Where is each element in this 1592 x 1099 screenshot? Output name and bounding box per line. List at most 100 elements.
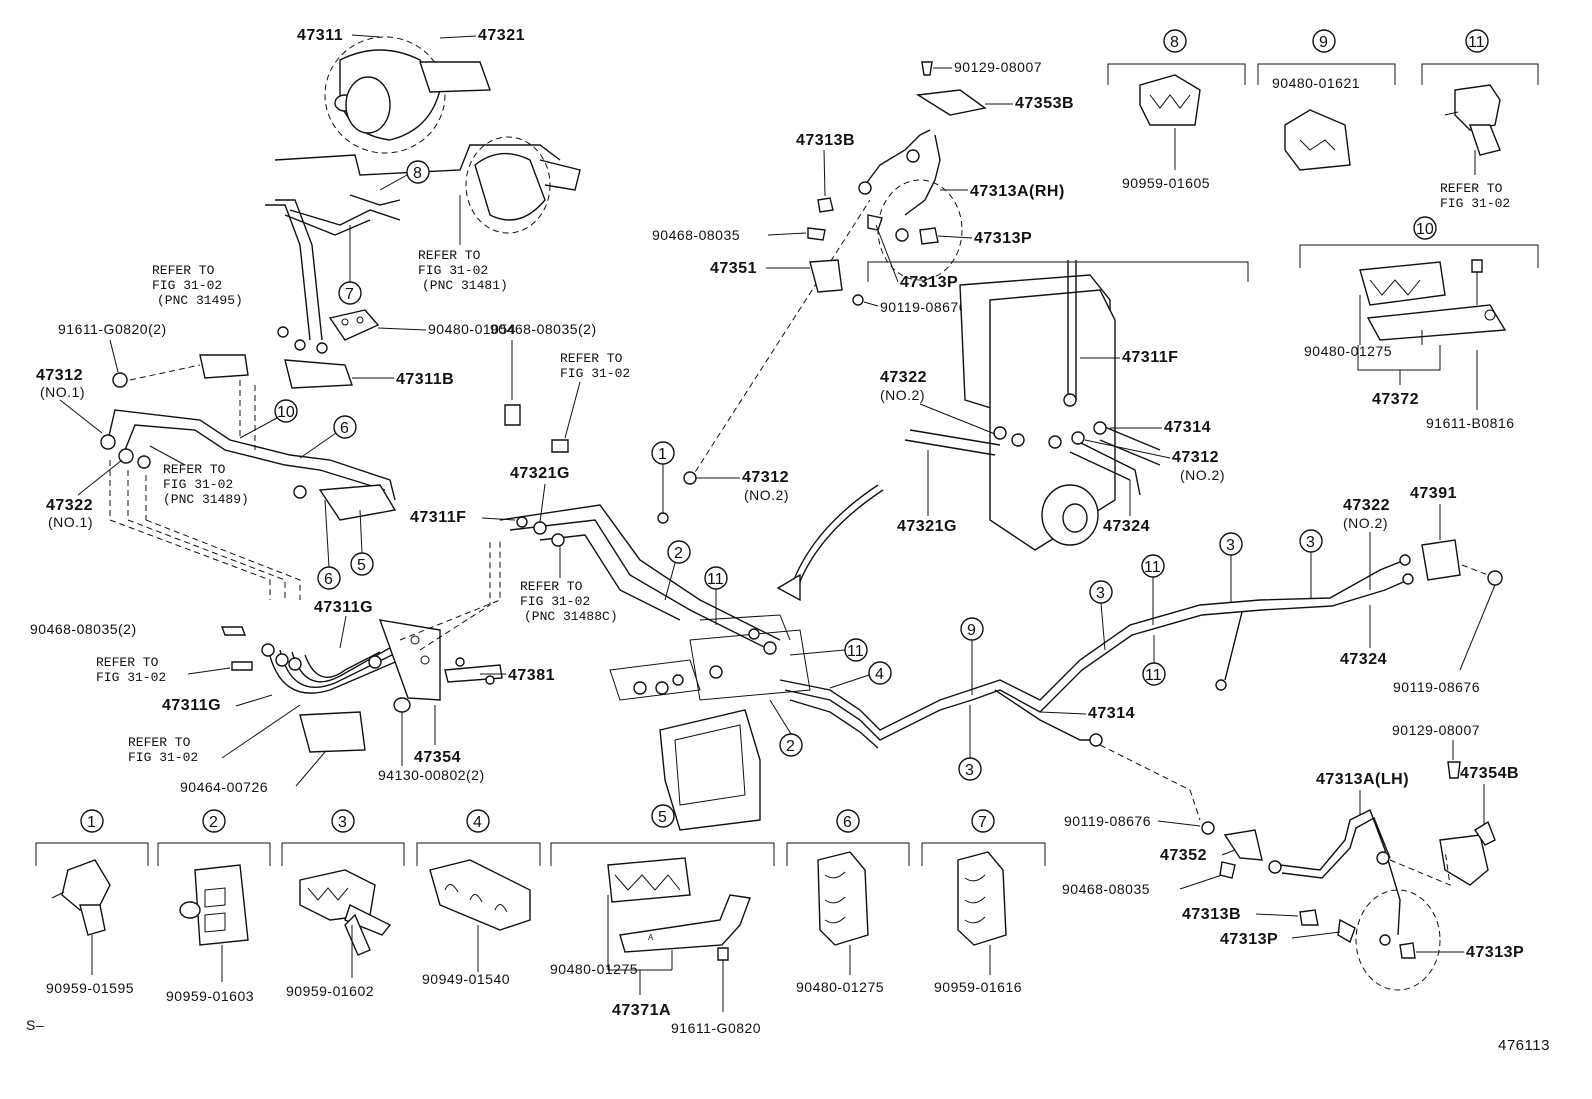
label-47312-no1-sub: (NO.1) [40, 384, 85, 400]
label-47313p-d: 47313P [1466, 944, 1524, 961]
ref-31495-line3: (PNC 31495) [157, 293, 243, 308]
label-47312-no2-sub: (NO.2) [744, 487, 789, 503]
svg-text:5: 5 [357, 557, 366, 574]
callout-1-mid: 1 [651, 441, 675, 524]
callout-2-b: 2 [769, 699, 803, 757]
ref-left2-line2: FIG 31-02 [128, 750, 198, 765]
ref-left2-line1: REFER TO [128, 735, 191, 750]
svg-text:11: 11 [1144, 559, 1161, 576]
label-47351: 47351 [710, 260, 757, 277]
svg-text:91611-G0820: 91611-G0820 [671, 1020, 761, 1036]
callout-6-b: 6 [317, 499, 341, 590]
label-47322-no2-r: 47322 [880, 369, 927, 386]
svg-text:2: 2 [786, 738, 795, 755]
label-90129-08007-top: 90129-08007 [954, 59, 1042, 75]
flex-hose-rh [807, 61, 987, 306]
label-47353b: 47353B [1015, 95, 1074, 112]
pipes-47311g [261, 540, 503, 753]
svg-text:90480-01275: 90480-01275 [550, 961, 638, 977]
svg-text:11: 11 [1145, 667, 1162, 684]
svg-text:90959-01595: 90959-01595 [46, 980, 134, 996]
label-90480-01275-r: 90480-01275 [1304, 343, 1392, 359]
label-47391: 47391 [1410, 485, 1457, 502]
svg-text:3: 3 [965, 762, 974, 779]
label-47314-mid: 47314 [1088, 705, 1135, 722]
ref-mid-line2: FIG 31-02 [560, 366, 630, 381]
callout-10-right: 10 [1299, 216, 1539, 410]
label-47324-r: 47324 [1103, 518, 1150, 535]
label-90480-01621: 90480-01621 [1272, 75, 1360, 91]
flex-hose-lh [1201, 761, 1496, 991]
legend-6: 6 90480-01275 [786, 809, 910, 995]
svg-text:4: 4 [875, 666, 884, 683]
svg-text:11: 11 [707, 571, 724, 588]
bracket-47311b [112, 326, 353, 389]
callout-11-b: 11 [789, 638, 868, 662]
svg-text:90480-01275: 90480-01275 [796, 979, 884, 995]
label-91611-b0816: 91611-B0816 [1426, 415, 1515, 431]
label-47321: 47321 [478, 27, 525, 44]
callout-11-a: 11 [704, 566, 728, 625]
ref-left-line2: FIG 31-02 [96, 670, 166, 685]
callout-5-a: 5 [350, 509, 374, 576]
svg-text:9: 9 [967, 622, 976, 639]
ref-31481-line3: (PNC 31481) [422, 278, 508, 293]
label-47311g-bot: 47311G [162, 697, 221, 714]
ref-31495-line1: REFER TO [152, 263, 215, 278]
svg-text:8: 8 [1170, 34, 1179, 51]
label-47313b-top: 47313B [796, 132, 855, 149]
actuator-inset [867, 260, 1249, 551]
label-90129-08007-r: 90129-08007 [1392, 722, 1480, 738]
label-47354b: 47354B [1460, 765, 1519, 782]
callout-10-left: 10 [239, 399, 298, 439]
label-47322-no2-r-sub: (NO.2) [880, 387, 925, 403]
label-47321g-mid: 47321G [510, 465, 570, 482]
svg-text:3: 3 [1226, 537, 1235, 554]
ref-31489-line1: REFER TO [163, 462, 226, 477]
legend-4: 4 90949-01540 [416, 809, 541, 987]
svg-text:1: 1 [658, 446, 667, 463]
label-90464-00726: 90464-00726 [180, 779, 268, 795]
label-90119-08676-r: 90119-08676 [1393, 679, 1480, 695]
label-47313p-c: 47313P [1220, 931, 1278, 948]
corner-left-text: S– [26, 1017, 44, 1033]
ref-31481-line1: REFER TO [418, 248, 481, 263]
callout-9-right: 9 [1257, 29, 1396, 171]
label-47322-no1-sub: (NO.1) [48, 514, 93, 530]
callout-9-mid: 9 [960, 617, 984, 695]
svg-text:A: A [648, 933, 654, 942]
svg-text:3: 3 [1306, 534, 1315, 551]
legend-7: 7 90959-01616 [921, 809, 1046, 995]
ref-31488-line3: (PNC 31488C) [524, 609, 618, 624]
ref-31495-line2: FIG 31-02 [152, 278, 222, 293]
label-47313p-a: 47313P [974, 230, 1032, 247]
label-90468-08035-2a: 90468-08035(2) [490, 321, 597, 337]
callout-8-right: 8 [1107, 29, 1246, 170]
callout-11-d: 11 [1142, 635, 1166, 686]
callout-7-top: 7 [338, 225, 362, 305]
label-47372: 47372 [1372, 391, 1419, 408]
legend-2: 2 90959-01603 [157, 809, 271, 1004]
svg-text:10: 10 [277, 404, 295, 421]
label-47311f-right: 47311F [1122, 349, 1178, 366]
label-90468-08035-2b: 90468-08035(2) [30, 621, 137, 637]
ref-31488-line2: FIG 31-02 [520, 594, 590, 609]
svg-text:6: 6 [324, 571, 333, 588]
svg-text:1: 1 [87, 814, 96, 831]
svg-text:4: 4 [473, 814, 482, 831]
ref-31489-line3: (PNC 31489) [163, 492, 249, 507]
svg-text:11: 11 [847, 643, 864, 660]
svg-text:9: 9 [1319, 34, 1328, 51]
label-47311b: 47311B [396, 371, 454, 388]
master-cylinder-assembly [265, 36, 581, 341]
label-47322-no2-far: 47322 [1343, 497, 1390, 514]
svg-text:5: 5 [658, 809, 667, 826]
svg-text:2: 2 [209, 814, 218, 831]
legend-5: 5 A 90480-01275 47371A 91611-G0820 [550, 804, 775, 1036]
label-91611-g0820-2: 91611-G0820(2) [58, 321, 167, 337]
svg-text:6: 6 [340, 420, 349, 437]
ref-31481-line2: FIG 31-02 [418, 263, 488, 278]
label-47324-far: 47324 [1340, 651, 1387, 668]
ref-11-line2: FIG 31-02 [1440, 196, 1510, 211]
